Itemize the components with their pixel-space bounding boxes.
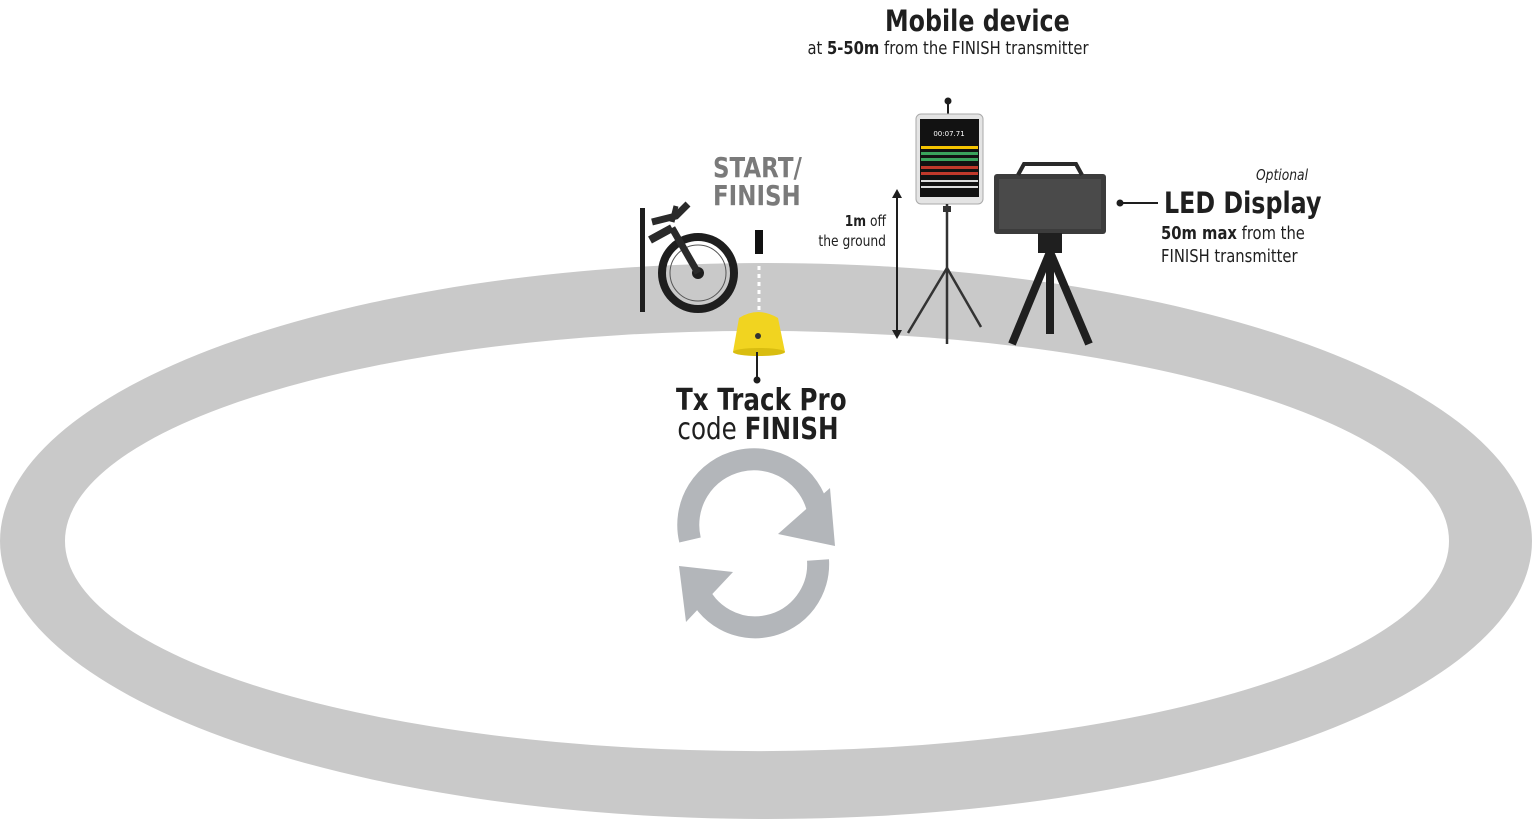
start-finish-label: START/ FINISH bbox=[713, 151, 802, 212]
tablet-on-tripod-icon: 00:07.71 bbox=[906, 113, 984, 344]
led-display-on-tripod-icon bbox=[994, 162, 1106, 346]
transmitter-title: Tx Track Pro bbox=[676, 383, 847, 418]
mobile-title: Mobile device bbox=[885, 4, 1070, 38]
transmitter-icon bbox=[733, 312, 785, 356]
transmitter-code: code FINISH bbox=[677, 412, 839, 447]
height-note: 1m off the ground bbox=[818, 212, 886, 250]
led-optional-label: Optional bbox=[1255, 166, 1308, 184]
mobile-distance: at 5-50m from the FINISH transmitter bbox=[807, 38, 1089, 59]
led-distance: 50m max from the FINISH transmitter bbox=[1161, 223, 1305, 267]
bicycle-icon bbox=[640, 201, 738, 313]
led-title: LED Display bbox=[1164, 186, 1322, 220]
start-finish-marker bbox=[755, 230, 763, 254]
height-arrow bbox=[892, 189, 902, 339]
refresh-cycle-icon bbox=[677, 448, 835, 639]
tablet-screen-time: 00:07.71 bbox=[933, 130, 964, 138]
